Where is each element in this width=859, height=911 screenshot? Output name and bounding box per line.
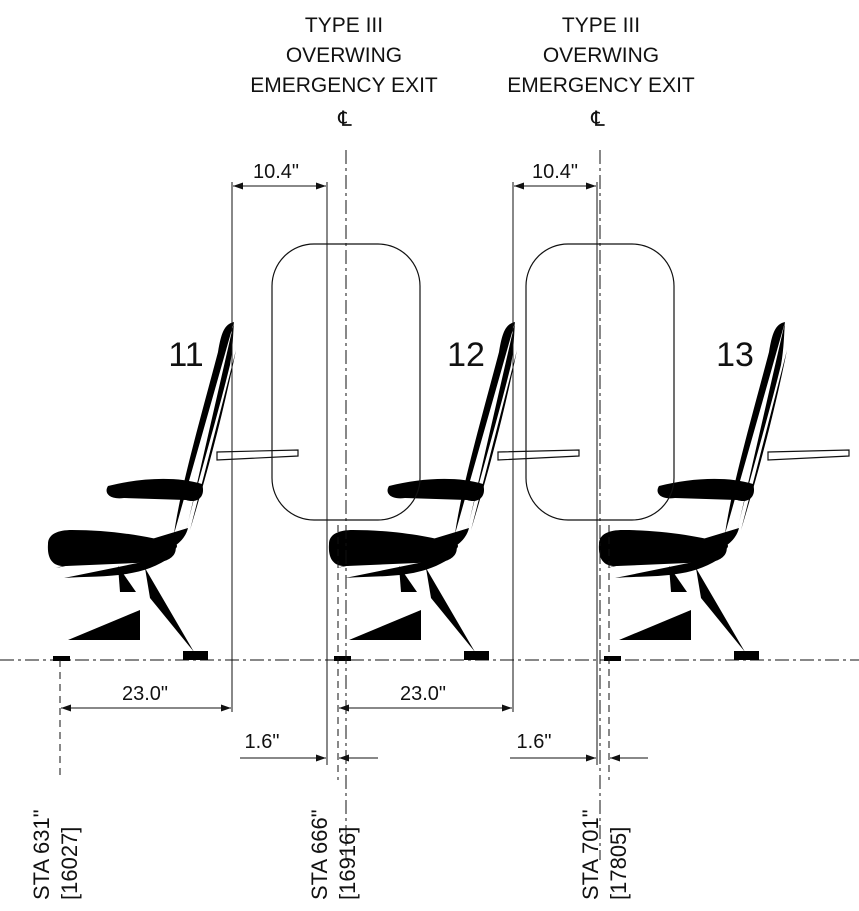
exit-offset-label-2: 10.4" <box>532 161 578 183</box>
exit-1-label-line-2: OVERWING <box>286 44 402 67</box>
small-offset-label-2: 1.6" <box>517 731 552 753</box>
station-666-inch: STA 666" <box>307 809 332 900</box>
row-number-12: 12 <box>447 336 485 374</box>
seat-pitch-label-1: 23.0" <box>122 683 168 705</box>
exit-1-centerline-symbol: ℄ <box>337 108 352 131</box>
exit-2-label-line-2: OVERWING <box>543 44 659 67</box>
exit-offset-label-1: 10.4" <box>253 161 299 183</box>
station-701-mm: [17805] <box>606 827 631 900</box>
exit-1-label-line-1: TYPE III <box>305 14 383 37</box>
seat-row-11 <box>47 322 237 661</box>
small-offset-label-1: 1.6" <box>245 731 280 753</box>
seat-row-12 <box>328 322 517 661</box>
exit-2-centerline-symbol: ℄ <box>590 108 605 131</box>
tray-table-1 <box>216 449 299 461</box>
station-666-mm: [16916] <box>335 827 360 900</box>
station-631-mm: [16027] <box>57 827 82 900</box>
exit-1-label-line-3: EMERGENCY EXIT <box>250 74 438 97</box>
seat-row-13 <box>598 322 787 661</box>
exit-2-label-line-1: TYPE III <box>562 14 640 37</box>
tray-table-2 <box>497 449 580 461</box>
tray-table-3 <box>767 449 850 461</box>
row-number-13: 13 <box>716 336 754 374</box>
seat-pitch-label-2: 23.0" <box>400 683 446 705</box>
row-number-11: 11 <box>168 336 203 374</box>
exit-2-label-line-3: EMERGENCY EXIT <box>507 74 695 97</box>
station-631-inch: STA 631" <box>29 809 54 900</box>
station-701-inch: STA 701" <box>578 809 603 900</box>
